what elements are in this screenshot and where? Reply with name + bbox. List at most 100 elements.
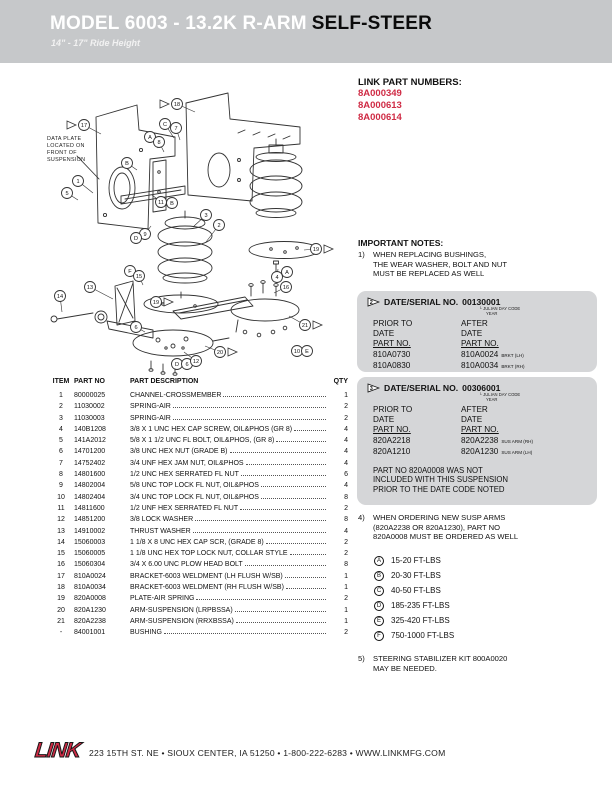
cell-qty: 2 <box>344 629 348 637</box>
note-number: 4) <box>358 513 365 522</box>
prior-part: 820A1210 <box>373 447 411 457</box>
cell-description-text: CHANNEL-CROSSMEMBER <box>130 392 222 399</box>
link-part-numbers: LINK PART NUMBERS: 8A000349 8A000613 8A0… <box>358 77 598 124</box>
callout-number: 13 <box>87 285 93 291</box>
dotted-leader <box>229 446 326 454</box>
cell-description-text: 3/4 X 6.00 UNC PLOW HEAD BOLT <box>130 561 243 569</box>
cell-part-no: 84001001 <box>74 629 106 637</box>
cell-part-no: 15060003 <box>74 538 106 546</box>
torque-value: 40-50 FT-LBS <box>391 586 441 595</box>
date-serial-value: 00130001 <box>462 297 501 307</box>
dotted-leader <box>245 458 326 465</box>
note-5-row: 5) STEERING STABILIZER KIT 800A0020 MAY … <box>358 654 598 673</box>
after-part: 810A0024 <box>461 349 499 359</box>
cell-qty: 4 <box>344 448 348 456</box>
diagram-callout: 18 <box>159 98 196 113</box>
diagram-callout: 14 <box>54 290 66 313</box>
date-serial-label: DATE/SERIAL NO. <box>384 297 459 307</box>
torque-letter-badge: D <box>374 600 384 611</box>
callout-number: F <box>128 269 132 275</box>
dotted-leader <box>244 559 326 567</box>
cell-description-text: 1 1/8 X 8 UNC HEX CAP SCR, (GRADE 8) <box>130 538 264 546</box>
torque-value: 15-20 FT-LBS <box>391 556 441 565</box>
diagram-callout: 8 <box>153 136 165 153</box>
cell-part-no: 11030002 <box>74 403 105 411</box>
cell-item: 19 <box>57 595 65 603</box>
cell-qty: 1 <box>344 572 348 580</box>
cell-qty: 8 <box>344 516 348 524</box>
callout-number: 2 <box>217 223 220 229</box>
cell-description: 1 1/8 UNC HEX TOP LOCK NUT, COLLAR STYLE <box>130 548 328 557</box>
callout-number: A <box>285 270 289 276</box>
cell-item: 7 <box>59 459 63 467</box>
cell-part-no: 80000025 <box>74 392 106 399</box>
callout-number: 20 <box>217 350 223 356</box>
col-description: PART DESCRIPTION <box>130 378 328 385</box>
callout-number: A <box>148 135 152 141</box>
cell-description: 3/8 X 1 UNC HEX CAP SCREW, OIL&PHOS (GR … <box>130 424 328 433</box>
cell-part-no: 11030003 <box>74 414 105 422</box>
link-logo: LINK <box>33 739 82 763</box>
after-part-cell: 820A2238 SUS ARM (RH) <box>461 436 587 447</box>
diagram-callout: D <box>130 232 142 244</box>
cell-description-text: BUSHING <box>130 629 162 637</box>
part-no-label: PART NO. <box>461 425 499 435</box>
callout-number: 15 <box>136 274 142 280</box>
cell-description: BRACKET-6003 WELDMENT (RH FLUSH W/SB) <box>130 582 328 591</box>
cell-description: PLATE-AIR SPRING <box>130 593 328 602</box>
torque-item: A 15-20 FT-LBS <box>374 553 454 568</box>
cell-item: 10 <box>57 493 65 501</box>
torque-value: 750-1000 FT-LBS <box>391 631 455 640</box>
diagram-callout: 12 <box>183 351 202 367</box>
diagram-canvas: 1718C7A8B1511B329D19A416F1513141962110E2… <box>50 92 334 376</box>
dotted-leader <box>285 582 326 590</box>
after-part: 820A1230 <box>461 447 499 457</box>
link-part-number: 8A000349 <box>358 88 402 99</box>
diagram-callout: 3 <box>192 209 212 228</box>
note-5: 5) STEERING STABILIZER KIT 800A0020 MAY … <box>358 652 598 673</box>
dotted-leader <box>240 469 326 477</box>
cell-item: 17 <box>57 572 65 580</box>
dotted-leader <box>289 548 326 556</box>
dotted-leader <box>260 480 326 488</box>
link-part-number: 8A000613 <box>358 100 402 111</box>
cell-description: 1/2 UNF HEX SERRATED FL NUT <box>130 503 328 512</box>
torque-value: 325-420 FT-LBS <box>391 616 450 625</box>
cell-description-text: ARM-SUSPENSION (LRPBSSA) <box>130 606 233 614</box>
cell-description-text: BRACKET-6003 WELDMENT (LH FLUSH W/SB) <box>130 572 283 580</box>
cell-description-text: 3/4 UNC TOP LOCK FL NUT, OIL&PHOS <box>130 493 259 501</box>
cell-qty: 2 <box>344 414 348 422</box>
cell-description: 3/8 LOCK WASHER <box>130 514 328 523</box>
diagram-callout: 21 <box>288 315 323 331</box>
date-serial-box-1: 2 DATE/SERIAL NO. 00130001 JULIAN DAY CO… <box>357 291 597 372</box>
cell-description: 5/8 UNC TOP LOCK FL NUT, OIL&PHOS <box>130 480 328 489</box>
dotted-leader <box>195 514 326 522</box>
cell-part-no: 810A0024 <box>74 572 106 580</box>
cell-description: 3/8 UNC HEX NUT (GRADE B) <box>130 446 328 455</box>
diagram-callout: A <box>281 266 293 278</box>
cell-qty: 1 <box>344 606 348 614</box>
cell-description: CHANNEL-CROSSMEMBER <box>130 390 328 399</box>
dotted-leader <box>192 526 326 533</box>
year-label: YEAR <box>486 310 498 316</box>
torque-letter-badge: A <box>374 555 384 566</box>
callout-number: 8 <box>157 140 160 146</box>
part-suffix: BRKT (LH) <box>501 352 524 358</box>
diagram-callout: 7 <box>170 122 182 141</box>
cell-part-no: 14752402 <box>74 459 106 467</box>
note-text: WHEN REPLACING BUSHINGS, THE WEAR WASHER… <box>373 250 508 279</box>
cell-item: 18 <box>57 584 65 592</box>
cell-description-text: 3/8 UNC HEX NUT (GRADE B) <box>130 448 228 456</box>
